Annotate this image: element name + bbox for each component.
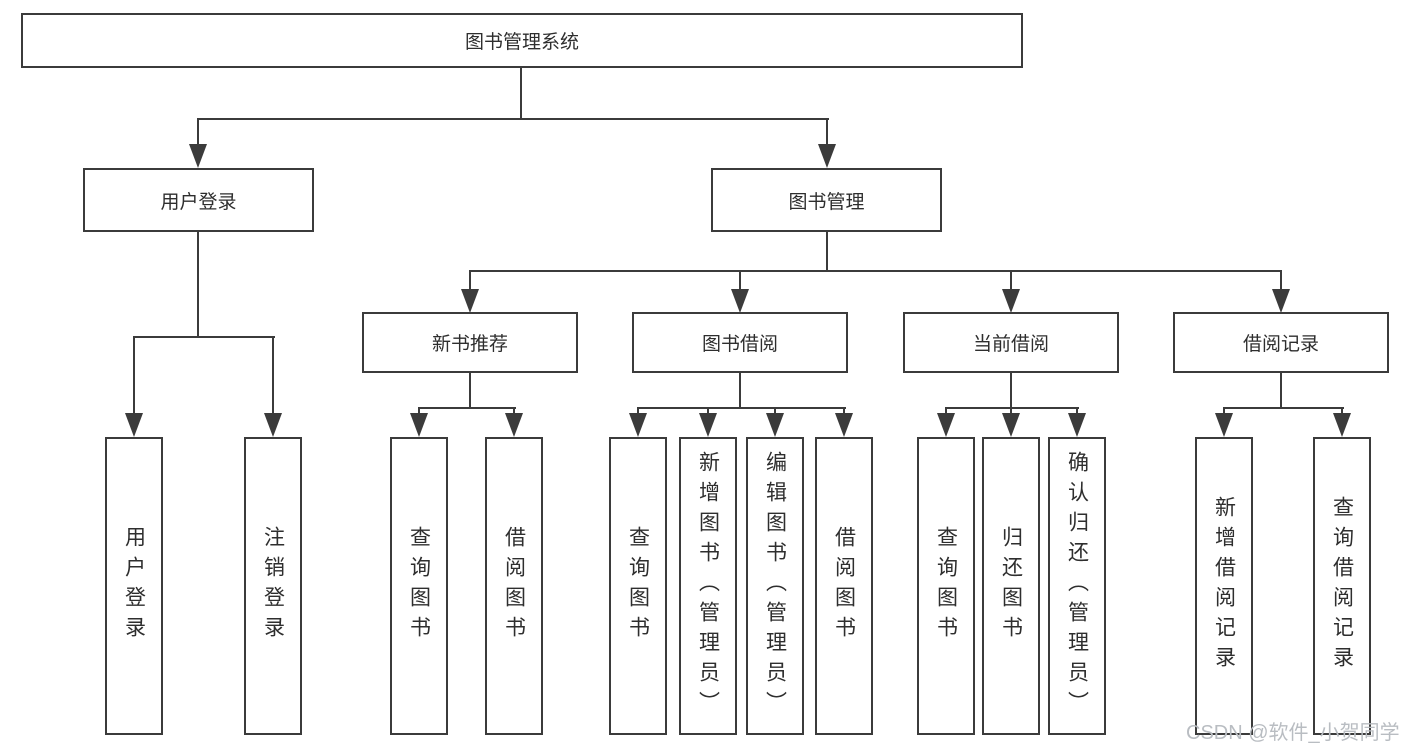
leaf-query-borrow-record: 查询借阅记录 [1313, 437, 1371, 735]
leaf-label: 查询图书 [934, 526, 958, 646]
connector-segment [637, 407, 846, 409]
connector-segment [707, 407, 709, 416]
connector-segment [520, 68, 522, 120]
arrow-down-icon [125, 413, 143, 437]
arrow-down-icon [1068, 413, 1086, 437]
leaf-label: 归还图书 [999, 526, 1023, 646]
arrow-down-icon [189, 144, 207, 168]
connector-segment [1223, 407, 1225, 416]
leaf-confirm-return-admin: 确认归还（管理员） [1048, 437, 1106, 735]
connector-segment [945, 407, 947, 416]
connector-segment [197, 118, 199, 148]
connector-segment [197, 232, 199, 338]
connector-segment [739, 373, 741, 409]
arrow-down-icon [699, 413, 717, 437]
node-label: 用户登录 [160, 191, 237, 213]
connector-segment [418, 407, 420, 416]
connector-segment [1010, 407, 1012, 416]
leaf-label: 查询图书 [626, 526, 650, 646]
connector-segment [1223, 407, 1344, 409]
node-label: 借阅记录 [1242, 334, 1319, 355]
arrow-down-icon [461, 289, 479, 313]
leaf-label: 查询图书 [407, 526, 431, 646]
node-label: 图书管理 [788, 191, 865, 213]
node-library-management-system: 图书管理系统 [21, 13, 1023, 68]
leaf-label: 借阅图书 [832, 526, 856, 646]
node-user-login: 用户登录 [83, 168, 314, 232]
connector-segment [1076, 407, 1078, 416]
connector-segment [133, 336, 275, 338]
connector-segment [469, 270, 471, 294]
connector-segment [1010, 373, 1012, 409]
arrow-down-icon [731, 289, 749, 313]
leaf-label: 注销登录 [261, 526, 285, 646]
leaf-label: 查询借阅记录 [1330, 496, 1354, 676]
leaf-query-books-current: 查询图书 [917, 437, 975, 735]
arrow-down-icon [410, 413, 428, 437]
arrow-down-icon [818, 144, 836, 168]
arrow-down-icon [1002, 413, 1020, 437]
arrow-down-icon [1333, 413, 1351, 437]
connector-segment [469, 270, 1282, 272]
connector-segment [197, 118, 829, 120]
node-label: 图书管理系统 [464, 32, 579, 53]
arrow-down-icon [1002, 289, 1020, 313]
connector-segment [843, 407, 845, 416]
connector-segment [272, 336, 274, 416]
node-label: 当前借阅 [972, 334, 1049, 355]
leaf-label: 借阅图书 [502, 526, 526, 646]
leaf-query-books-borrow: 查询图书 [609, 437, 667, 735]
arrow-down-icon [1215, 413, 1233, 437]
connector-segment [1341, 407, 1343, 416]
leaf-label: 新增借阅记录 [1212, 496, 1236, 676]
connector-segment [1010, 270, 1012, 294]
leaf-user-login: 用户登录 [105, 437, 163, 735]
node-book-management: 图书管理 [711, 168, 942, 232]
leaf-logout: 注销登录 [244, 437, 302, 735]
leaf-label: 编辑图书（管理员） [763, 451, 787, 721]
csdn-watermark: CSDN @软件_小贺同学 [1186, 722, 1400, 744]
connector-segment [1280, 373, 1282, 409]
leaf-add-borrow-record: 新增借阅记录 [1195, 437, 1253, 735]
arrow-down-icon [937, 413, 955, 437]
connector-segment [774, 407, 776, 416]
leaf-label: 新增图书（管理员） [696, 451, 720, 721]
arrow-down-icon [264, 413, 282, 437]
arrow-down-icon [835, 413, 853, 437]
connector-segment [418, 407, 516, 409]
leaf-label: 用户登录 [122, 526, 146, 646]
leaf-query-books-recommend: 查询图书 [390, 437, 448, 735]
leaf-borrow-books-recommend: 借阅图书 [485, 437, 543, 735]
node-label: 新书推荐 [431, 334, 508, 355]
connector-segment [945, 407, 1079, 409]
leaf-return-book: 归还图书 [982, 437, 1040, 735]
connector-segment [1280, 270, 1282, 294]
node-current-borrowing: 当前借阅 [903, 312, 1119, 373]
arrow-down-icon [1272, 289, 1290, 313]
leaf-borrow-books: 借阅图书 [815, 437, 873, 735]
leaf-label: 确认归还（管理员） [1065, 451, 1089, 721]
connector-segment [637, 407, 639, 416]
connector-segment [739, 270, 741, 294]
node-borrowing-records: 借阅记录 [1173, 312, 1389, 373]
arrow-down-icon [629, 413, 647, 437]
connector-segment [826, 232, 828, 272]
node-new-book-recommendation: 新书推荐 [362, 312, 578, 373]
connector-segment [513, 407, 515, 416]
leaf-edit-book-admin: 编辑图书（管理员） [746, 437, 804, 735]
arrow-down-icon [505, 413, 523, 437]
arrow-down-icon [766, 413, 784, 437]
node-label: 图书借阅 [701, 334, 778, 355]
node-book-borrowing: 图书借阅 [632, 312, 848, 373]
leaf-add-book-admin: 新增图书（管理员） [679, 437, 737, 735]
connector-segment [133, 336, 135, 416]
connector-segment [469, 373, 471, 409]
connector-segment [826, 118, 828, 148]
